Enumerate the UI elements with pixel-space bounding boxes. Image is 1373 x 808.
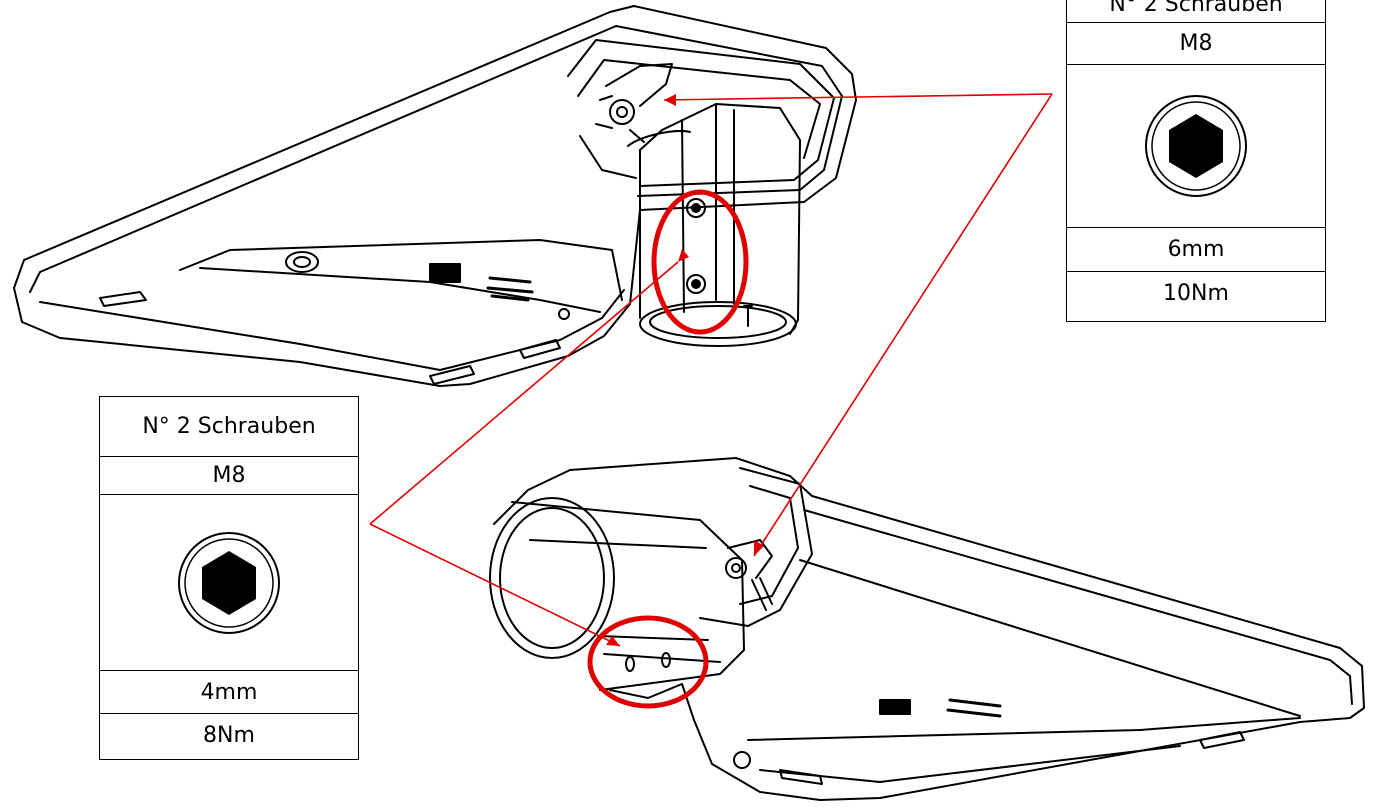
torque-label: 10Nm: [1163, 280, 1229, 306]
torque-label: 8Nm: [203, 723, 255, 748]
bottom-tube: [489, 497, 745, 691]
top-pole: [627, 103, 801, 347]
thread-size-label: M8: [100, 457, 358, 495]
key-size-label: 6mm: [1067, 228, 1325, 272]
top-luminaire: [13, 5, 857, 387]
top-luminaire-body: [13, 5, 857, 387]
callout-circle-bottom-screws: [587, 615, 709, 709]
thread-size-label: M8: [1067, 23, 1325, 65]
bottom-luminaire: [489, 457, 1365, 801]
spec-table-right: N° 2 Schrauben M8 6mm 10Nm: [1066, 0, 1326, 322]
spec-table-left: N° 2 Schrauben M8 4mm 8Nm: [99, 396, 359, 760]
screw-count-label: N° 2 Schrauben: [1067, 0, 1325, 23]
callout-circle-top-screws: [651, 189, 749, 335]
bottom-luminaire-body: [493, 457, 1365, 801]
key-size-label: 4mm: [100, 671, 358, 714]
screw-count-label: N° 2 Schrauben: [100, 397, 358, 457]
hex-socket-icon: [100, 495, 358, 671]
callouts: [369, 93, 1053, 709]
hex-socket-icon: [1067, 65, 1325, 228]
